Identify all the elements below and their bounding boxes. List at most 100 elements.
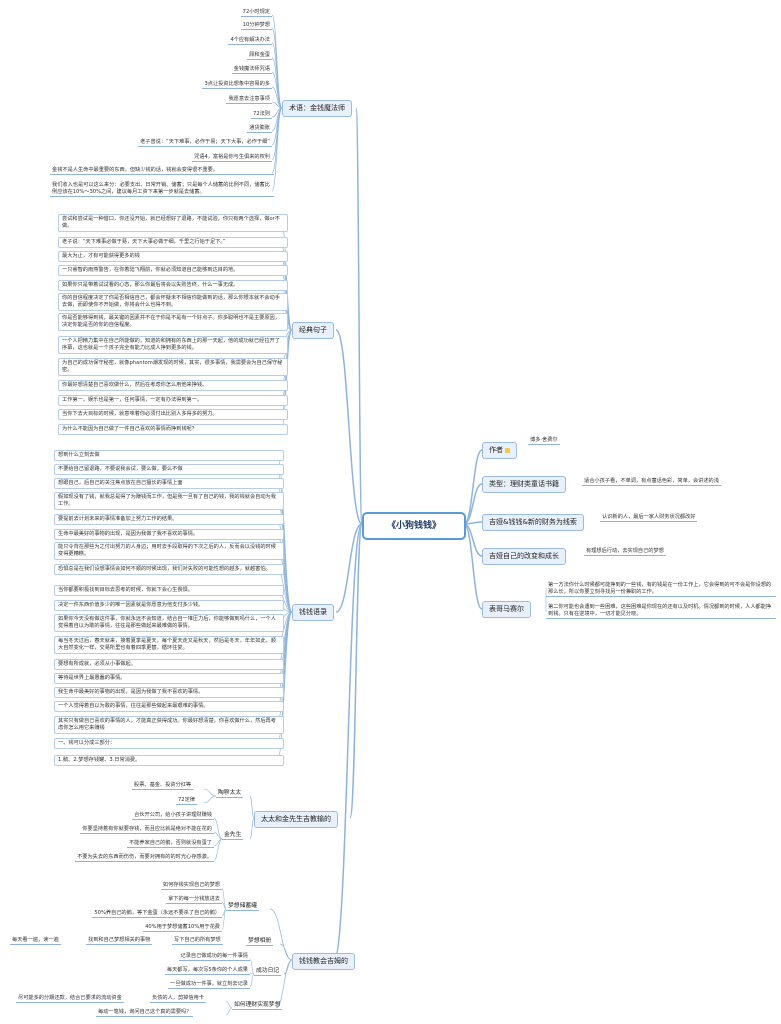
yulu-item: 决定一件东西价值多少的唯一因素就是你愿意为他支付多少钱。 — [54, 600, 284, 611]
connector-line — [463, 483, 483, 525]
huaiyi2-leaf: 有理想后行动，去实现自己的梦想 — [584, 548, 666, 556]
yulu-item: 其实只有做自己喜欢的事情的人，才能真正获得成功。你最好想清楚，你喜欢做什么，然后… — [54, 716, 284, 734]
yulu-item: 当你都要积极找到目标去思考的时候，你就下会心生畏惧。 — [54, 585, 284, 596]
connector-line — [269, 908, 293, 961]
yulu-item: 如果你今天没有做这件事，你就永远不会知道，结合自一堆压力后，你能够做到吗什么，一… — [54, 614, 284, 632]
yulu-item: 恐惧总是在我们设想事情会如何不顺的时候出现，我们对失败的可能性想的越多，就越害怕… — [54, 564, 284, 575]
connector-line — [213, 838, 223, 861]
root-topic[interactable]: 《小狗钱钱》 — [362, 512, 466, 540]
jiaohui-item: 40%用于梦想储蓄10%用于花费 — [143, 924, 222, 932]
jiaohui-group-4[interactable]: 如何理财实现梦想 — [232, 1002, 283, 1010]
yulu-item: 等待是世界上最愚蠢的事情。 — [54, 673, 284, 684]
connector-line — [349, 523, 363, 819]
shuyu-item: 72法则 — [251, 111, 272, 119]
topic-shuyu[interactable]: 术语：金钱魔法师 — [282, 100, 352, 117]
shuyu-item: 我愿意去注意事项 — [226, 96, 272, 104]
jiaohui-item: 找到和自己梦想相关的事物 — [86, 937, 153, 945]
connector-line — [355, 107, 363, 525]
yulu-item: 要想有所成就，必须从小事做起。 — [54, 659, 284, 670]
biaoge-leaf-1: 第一方法你什么时候都可能挣到的一些钱，有的钱是在一份工作上，它会得到的可不会是你… — [546, 582, 776, 597]
connector-line — [271, 101, 283, 109]
jiaohui-group-3[interactable]: 成功日记 — [254, 968, 282, 976]
yulu-item: 我生命中最美好的事物的出现，是因为我做了我不喜欢的事情。 — [54, 687, 284, 698]
taitai-group-1[interactable]: 陶穆太太 — [216, 790, 244, 798]
jiaohui-item: 50%养自己的鹅，等下金蛋（永远不要杀了自己的鹅） — [92, 910, 222, 918]
jingdian-item: 如果你只是带着试试看的心态，那么你最后将会以失败告终，什么一事无成。 — [58, 280, 288, 291]
topic-zuozhe-label: 作者 — [489, 446, 503, 454]
shuyu-item: 3点让投资比想象中容易的多 — [202, 81, 272, 89]
biaoge-leaf-2: 第二你可能也会遇到一些困难，这些困难是你现在的还有以及时机。情况都到的时候，人人… — [546, 604, 776, 619]
yulu-item: 生命中最美好的事物的出现，是因为我做了我不喜欢的事情。 — [54, 529, 284, 540]
topic-yulu[interactable]: 钱钱语录 — [292, 604, 334, 621]
jiaohui-group-1[interactable]: 梦想储蓄罐 — [226, 903, 259, 911]
connector-line — [271, 86, 283, 109]
topic-huaiyi[interactable]: 吉娅&钱钱&新的财务为线索 — [482, 514, 584, 531]
jiaohui-group-2[interactable]: 梦想相册 — [246, 938, 274, 946]
zuozhe-leaf: 博多·舍费尔 — [528, 437, 560, 445]
jingdian-item: 为自己的成功保守秘密，就像phantom潮发现的时候，其实，很多事情，我需要会为… — [58, 358, 288, 376]
taitai-item: 股票、基金、投资分红等 — [132, 782, 194, 790]
connector-line — [213, 817, 223, 840]
yulu-item: 想到什么立刻去做 — [54, 450, 284, 461]
jingdian-item: 你的自信程度决定了你是否相信自己，都会怀疑未不相信你能做到的话，那么你根本就不会… — [58, 293, 288, 311]
connector-line — [271, 107, 283, 132]
jiaohui-item: 每天都写，每次写5条你的个人成果 — [164, 967, 250, 975]
jingdian-item: 尝试和尝试是一种借口，你还没开始，就已经想好了退路，不能试验，你只有两个选择，做… — [58, 214, 288, 232]
topic-leixing[interactable]: 类型：理财类童话书籍 — [482, 476, 566, 493]
connector-line — [335, 523, 363, 613]
connector-line — [271, 107, 283, 174]
connector-line — [271, 107, 283, 118]
jingdian-item: 当你下去大目标的时候，就意味着你必须付出比别人多得多的努力。 — [58, 409, 288, 420]
jiaohui-item: 拿下的每一分钱放进去 — [166, 896, 222, 904]
connector-line — [271, 107, 283, 192]
shuyu-item: 老子曾说：“天下难事，必作于易；天下大事，必作于细” — [138, 139, 272, 147]
yulu-item: 能只令背在那些为之付出努力的人身边；用时去手段取得的下次之后的人，反而会以没钱的… — [54, 542, 284, 560]
taitai-group-2[interactable]: 金先生 — [222, 832, 244, 840]
yulu-item: 不要给自己留退路，不要说我会试，要么做，要么不做 — [54, 464, 284, 475]
shuyu-item: 通货膨胀 — [247, 125, 272, 133]
jingdian-item: 最大为止，才有可能获得更多的钱 — [58, 251, 288, 262]
jiaohui-item: 每天看一遍，读一遍 — [10, 937, 61, 945]
topic-taitai[interactable]: 太太和金先生吉教输的 — [254, 811, 338, 828]
jingdian-item: 一只睿智的雨燕警告，在你着陆飞翔前，你就必须知道自己能够到达目的地。 — [58, 265, 288, 276]
connector-line — [221, 908, 227, 931]
topic-jiaohui[interactable]: 钱钱教会吉姆的 — [292, 953, 355, 970]
yulu-item: 一个人觉得着自以为敢的事情，往往是那些做起来最艰难的事情。 — [54, 701, 284, 712]
yulu-item: 假如现没有了钱，就我总是得了为赚钱而工作，但是我一旦有了自己的钱，我的钱就会自动… — [54, 492, 284, 510]
connector-line — [333, 523, 363, 961]
connector-line — [271, 71, 283, 109]
topic-huaiyi2[interactable]: 吉娅自己的改变和成长 — [482, 548, 566, 565]
shuyu-item: 金钱魔法师咒语 — [231, 66, 272, 74]
topic-biaoge[interactable]: 表哥马赛尔 — [482, 601, 531, 618]
taitai-item: 不要为失去的东西而伤伤，而要对拥有的的时光心存感激。 — [75, 854, 214, 862]
jiaohui-item: 记录自己做成功的每一件事情 — [178, 953, 250, 961]
yulu-item: 一、钱可以分成三部分： — [54, 738, 284, 749]
jingdian-item: 你是否能够得到钱，最关键的因素并不在于你是不是有一个好点子。你多聪明也不是主要原… — [58, 313, 288, 331]
shuyu-item: 4个应有解决办法 — [228, 37, 272, 45]
shuyu-item: 顾和金蛋 — [247, 52, 272, 60]
connector-line — [335, 329, 363, 525]
topic-zuozhe[interactable]: 作者 — [482, 442, 517, 459]
connector-line — [463, 521, 483, 525]
jiaohui-item: 一旦做成功一件事，就立刻去记录 — [168, 981, 250, 989]
jiaohui-item: 写下自己的所有梦想 — [172, 937, 223, 945]
yulu-item: 1.鹅、2.梦想存钱罐、3.日常消费。 — [54, 755, 284, 766]
connector-line — [463, 449, 483, 525]
leixing-leaf: 适合小孩子看，不单调，有点童话色彩，简单，会讲述的浅 — [582, 478, 721, 486]
shuyu-item: 10分钟梦想 — [240, 22, 272, 30]
connector-line — [203, 788, 217, 797]
connector-line — [463, 523, 483, 557]
taitai-item: 不能养家自己的鹅，否则就没有蛋了 — [126, 840, 214, 848]
shuyu-item: 咒语4，富裕是你与生俱来的权利 — [192, 154, 272, 162]
jingdian-item: 一个人把精力集中在自己所能做的，知道的和拥有的东西上的那一天起，他的成功就已经拉… — [58, 336, 288, 354]
jingdian-item: 为什么不能因为自己做了一件自己喜欢的事情而挣到钱呢？ — [58, 424, 288, 435]
jingdian-item: 老子说：“天下难事必做于易，天下大事必做于细，千里之行始于足下。” — [58, 237, 288, 248]
jingdian-item: 你最好想清楚自己喜欢做什么，然后在考虑你怎么用他来挣钱。 — [58, 380, 288, 391]
topic-jingdian[interactable]: 经典句子 — [292, 322, 334, 339]
connector-line — [283, 959, 293, 975]
jiaohui-item: 尽可能多的分期还款，结合已要求的流动资金 — [16, 995, 124, 1003]
jiaohui-item: 如何存钱实现自己的梦想 — [160, 882, 222, 890]
connector-line — [271, 107, 283, 161]
yulu-item: 要提前去计划未来的事情准备加上努力工作的结果。 — [54, 514, 284, 525]
connector-line — [271, 14, 283, 109]
